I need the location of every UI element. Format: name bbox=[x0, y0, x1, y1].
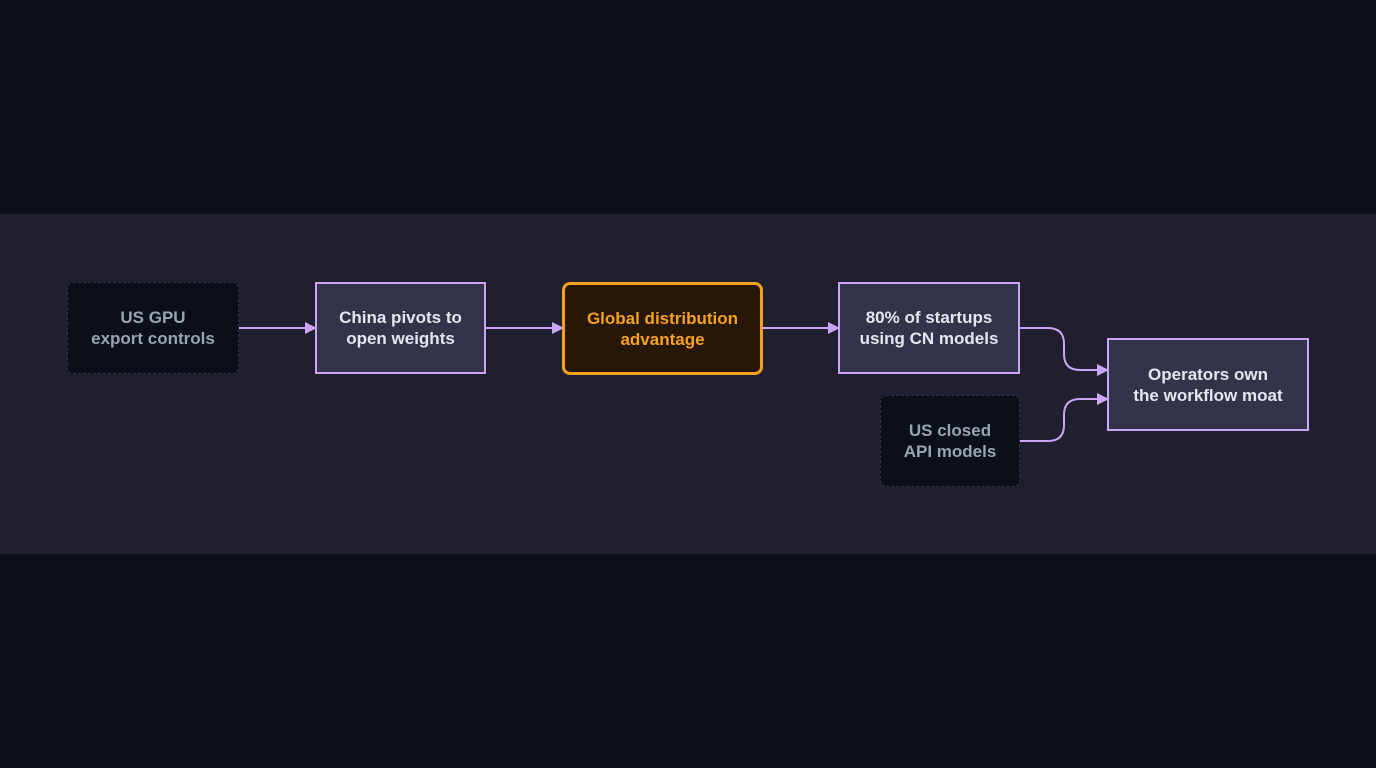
node-label-line: using CN models bbox=[859, 329, 999, 348]
node-global-distribution-advantage: Global distribution advantage bbox=[562, 282, 763, 375]
node-label-line: advantage bbox=[620, 329, 705, 349]
node-operators-own-workflow-moat: Operators own the workflow moat bbox=[1107, 338, 1309, 431]
node-label-line: US closed bbox=[908, 421, 992, 440]
node-label-line: open weights bbox=[346, 329, 455, 348]
node-label-line: Global distribution bbox=[586, 308, 739, 328]
node-us-gpu-export-controls: US GPU export controls bbox=[67, 282, 239, 374]
node-label-line: 80% of startups bbox=[865, 308, 993, 327]
node-label-line: the workflow moat bbox=[1133, 385, 1283, 405]
node-us-closed-api-models: US closed API models bbox=[880, 395, 1020, 487]
node-label-line: export controls bbox=[91, 329, 215, 348]
node-label-line: API models bbox=[903, 442, 997, 461]
node-china-pivots-open-weights: China pivots to open weights bbox=[315, 282, 486, 374]
node-label-line: US GPU bbox=[120, 308, 186, 327]
node-label-line: China pivots to bbox=[339, 308, 462, 327]
node-label-line: Operators own bbox=[1148, 364, 1268, 384]
node-startups-using-cn-models: 80% of startups using CN models bbox=[838, 282, 1020, 374]
